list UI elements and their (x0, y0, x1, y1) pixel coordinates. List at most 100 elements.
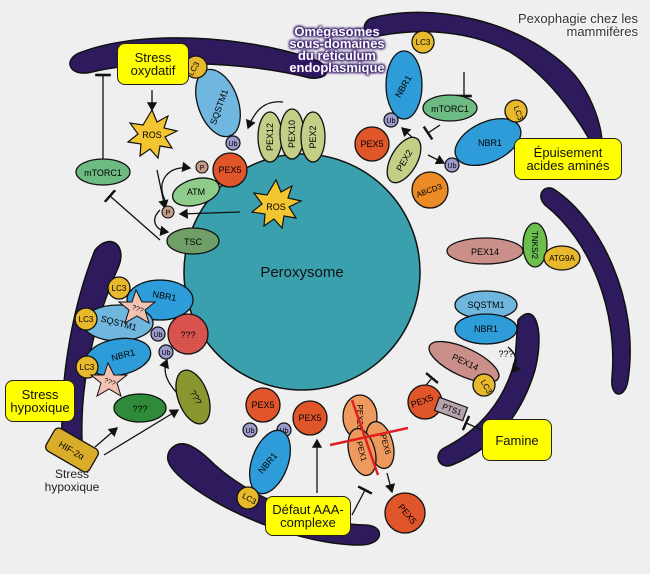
box-line: oxydatif (130, 63, 176, 78)
pex2-label: PEX2 (308, 125, 318, 148)
peroxisome (183, 153, 421, 391)
lc3 (504, 99, 528, 123)
tnks (522, 222, 548, 268)
unknown-label: ??? (103, 377, 116, 388)
pex5 (354, 126, 390, 162)
lc3 (411, 30, 435, 54)
unknown-label: ??? (498, 349, 513, 359)
tnks-label: TNKS/2 (530, 231, 539, 260)
pex2 (300, 111, 326, 163)
peroxisome-label: Peroxysome (260, 264, 343, 281)
mtorc1 (422, 94, 478, 122)
title-line2: mammifères (566, 24, 638, 39)
omegasomes-line1: Omégasomes (294, 24, 380, 39)
box-line: acides aminés (526, 158, 610, 173)
lc3 (107, 276, 131, 300)
pex5-label: PEX5 (218, 165, 241, 175)
ub (444, 157, 460, 173)
inhibition-cross (329, 426, 409, 447)
famine-box: Famine (482, 419, 552, 461)
abcd3 (411, 171, 449, 209)
atm (171, 177, 221, 207)
nbr1 (454, 117, 522, 167)
pex5 (292, 400, 328, 436)
lc3 (236, 486, 260, 510)
tsc (166, 227, 220, 255)
unknown-protein (113, 393, 167, 423)
ros-label: ROS (142, 130, 162, 140)
ub (383, 112, 399, 128)
ub-label: Ub (246, 428, 255, 435)
unknown-label: ??? (132, 404, 147, 414)
box-line: Stress (134, 50, 172, 65)
unknown-label: ??? (180, 330, 195, 340)
pex26-label: PEX26 (355, 405, 364, 430)
pex14 (428, 340, 500, 384)
unknown-star (89, 361, 129, 398)
title-line1: Pexophagie chez les (518, 11, 638, 26)
lc3-label: LC3 (80, 363, 95, 372)
lc3-label: LC3 (112, 284, 127, 293)
membrane-left (61, 240, 122, 455)
diagram-title: Pexophagie chez les mammifères (518, 12, 638, 38)
ub (242, 422, 258, 438)
pex5-label: PEX5 (298, 413, 321, 423)
pex14-label: PEX14 (471, 247, 499, 257)
hypoxic-label-line2: hypoxique (45, 480, 100, 494)
lc3 (472, 373, 496, 397)
box-line: Épuisement (533, 145, 603, 160)
hypoxic-label-line1: Stress (55, 467, 89, 481)
lc3-label: LC3 (79, 315, 94, 324)
pex5 (212, 152, 248, 188)
aaa-defect-box: Défaut AAA-complexe (265, 496, 351, 536)
unknown-protein (175, 369, 211, 425)
box-line: Famine (495, 432, 539, 448)
box-line: Stress (21, 387, 59, 402)
ub-label: Ub (162, 350, 171, 357)
pex10-label: PEX10 (287, 120, 297, 148)
ub (225, 135, 241, 151)
sqstm1-label: SQSTM1 (467, 300, 504, 310)
ros-star (126, 108, 179, 160)
p-label: P (166, 210, 171, 217)
omegasomes-line4: endoplasmique (289, 60, 385, 75)
lc3 (75, 355, 99, 379)
omegasomes-label: Omégasomes sous-domaines du réticulum en… (282, 24, 392, 75)
box-line: complexe (280, 515, 336, 530)
membranes (61, 11, 631, 546)
box-line: hypoxique (10, 400, 70, 415)
tsc-label: TSC (184, 237, 203, 247)
nbr1 (454, 313, 518, 345)
pex12-label: PEX12 (265, 123, 275, 151)
ros-star (250, 178, 303, 230)
lc3 (74, 307, 98, 331)
pex5 (245, 387, 281, 423)
ub-label: Ub (387, 118, 396, 125)
pex5 (384, 492, 426, 534)
ub-label: Ub (154, 332, 163, 339)
mtorc1-label: mTORC1 (431, 104, 469, 114)
membrane-top-right (363, 11, 603, 152)
mtorc1 (75, 158, 131, 186)
nbr1-label: NBR1 (474, 324, 498, 334)
ub-label: Ub (280, 428, 289, 435)
pts1 (433, 396, 469, 422)
ub (158, 344, 174, 360)
ub-label: Ub (448, 163, 457, 170)
pex5-label: PEX5 (360, 139, 383, 149)
pex5-label: PEX5 (251, 400, 274, 410)
phospho (195, 160, 209, 174)
atm-label: ATM (187, 187, 205, 197)
omegasomes-line3: du réticulum (297, 48, 376, 63)
hif-2a (45, 427, 99, 473)
atg9a-label: ATG9A (549, 254, 575, 263)
p-label: P (200, 165, 205, 172)
omegasomes-line2: sous-domaines (289, 36, 385, 51)
nbr1-label: NBR1 (478, 138, 502, 148)
unknown-star (117, 288, 157, 325)
